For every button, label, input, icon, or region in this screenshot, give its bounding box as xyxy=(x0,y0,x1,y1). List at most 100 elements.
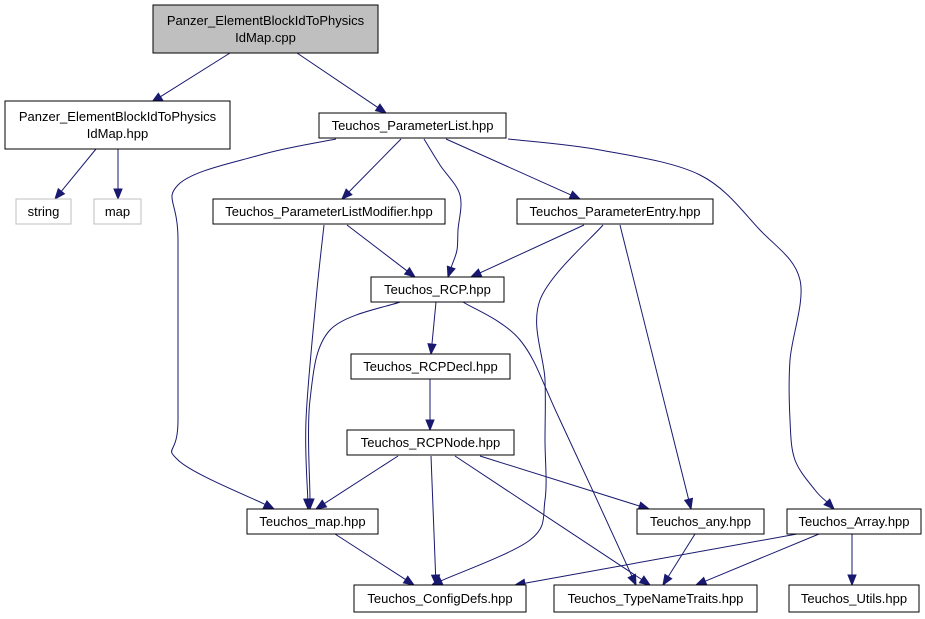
node-box xyxy=(4,100,231,150)
node-box xyxy=(350,353,511,380)
node-box xyxy=(353,584,527,613)
edge-arrowhead xyxy=(314,499,328,510)
node-label: string xyxy=(28,204,60,219)
node-label: IdMap.hpp xyxy=(87,126,148,141)
node-label: Teuchos_ParameterListModifier.hpp xyxy=(225,204,432,219)
edge-arrowhead xyxy=(262,500,276,510)
node-rcpnode[interactable]: Teuchos_RCPNode.hpp xyxy=(346,429,515,456)
edge-arrowhead xyxy=(823,498,835,510)
edge-pentry-rcp xyxy=(469,224,585,278)
edge-arrowhead xyxy=(694,576,708,586)
node-tmap[interactable]: Teuchos_map.hpp xyxy=(246,508,379,535)
edge-arrowhead xyxy=(683,497,694,511)
edge-rcpnode-config xyxy=(430,455,441,587)
edge-plmod-rcp xyxy=(346,224,417,278)
edge-arrowhead xyxy=(568,190,582,200)
node-label: Teuchos_RCPDecl.hpp xyxy=(363,359,497,374)
edge-line xyxy=(423,138,462,268)
edge-plist-array xyxy=(507,138,835,510)
edge-arrowhead xyxy=(402,575,416,586)
edge-arrowhead xyxy=(662,573,673,587)
edge-root-hpp xyxy=(150,52,231,103)
edge-rcpnode-any xyxy=(479,455,651,511)
edge-line xyxy=(334,533,406,580)
edge-arrowhead xyxy=(305,498,315,511)
edge-any-tnt xyxy=(662,533,696,587)
edge-arrowhead xyxy=(374,103,388,114)
node-label: Teuchos_RCPNode.hpp xyxy=(361,435,500,450)
edge-line xyxy=(454,455,642,580)
edge-line xyxy=(160,52,231,98)
node-rcpdecl[interactable]: Teuchos_RCPDecl.hpp xyxy=(350,353,511,380)
edge-rcpnode-tnt xyxy=(454,455,652,586)
nodes-layer: Panzer_ElementBlockIdToPhysicsIdMap.cppP… xyxy=(4,4,922,613)
node-box xyxy=(15,198,72,225)
edge-arrowhead xyxy=(430,574,441,587)
node-box xyxy=(212,198,446,225)
node-label: map xyxy=(105,204,130,219)
node-label: Teuchos_RCP.hpp xyxy=(384,282,491,297)
node-label: Teuchos_ParameterList.hpp xyxy=(332,118,494,133)
edge-line xyxy=(348,138,402,193)
node-tnt[interactable]: Teuchos_TypeNameTraits.hpp xyxy=(553,584,758,613)
edge-arrowhead xyxy=(446,265,456,279)
node-label: Teuchos_any.hpp xyxy=(650,514,751,529)
node-label: IdMap.cpp xyxy=(235,30,296,45)
edge-line xyxy=(440,224,604,582)
node-box xyxy=(788,584,920,613)
edge-plist-pentry xyxy=(445,138,582,200)
edge-arrowhead xyxy=(113,188,123,201)
node-box xyxy=(152,4,379,54)
node-box xyxy=(370,276,505,303)
node-label: Panzer_ElementBlockIdToPhysics xyxy=(167,13,365,28)
node-plist[interactable]: Teuchos_ParameterList.hpp xyxy=(318,112,507,139)
node-label: Teuchos_TypeNameTraits.hpp xyxy=(568,591,744,606)
edge-line xyxy=(507,138,828,503)
node-plmod[interactable]: Teuchos_ParameterListModifier.hpp xyxy=(212,198,446,225)
edge-array-utils xyxy=(847,534,857,587)
node-config[interactable]: Teuchos_ConfigDefs.hpp xyxy=(353,584,527,613)
edge-line xyxy=(479,224,585,274)
edge-line xyxy=(619,224,690,500)
node-label: Teuchos_ParameterEntry.hpp xyxy=(529,204,700,219)
edge-rcpdecl-rcpnode xyxy=(425,379,435,432)
node-box xyxy=(318,112,507,139)
node-label: Teuchos_ConfigDefs.hpp xyxy=(367,591,512,606)
node-map: map xyxy=(93,198,142,225)
node-box xyxy=(246,508,379,535)
edge-plist-rcp xyxy=(423,138,462,279)
edge-line xyxy=(445,138,572,196)
edge-rcpnode-tmap xyxy=(314,455,399,510)
edge-line xyxy=(430,455,437,576)
node-string: string xyxy=(15,198,72,225)
edge-array-tnt xyxy=(694,533,820,586)
edge-arrowhead xyxy=(341,188,353,200)
edge-arrowhead xyxy=(403,266,417,278)
node-box xyxy=(93,198,142,225)
edge-arrowhead xyxy=(627,573,637,587)
edge-line xyxy=(296,52,378,108)
edge-line xyxy=(60,148,97,192)
node-utils[interactable]: Teuchos_Utils.hpp xyxy=(788,584,920,613)
edge-rcp-tmap xyxy=(305,301,401,511)
edge-arrowhead xyxy=(469,268,483,278)
node-label: Teuchos_map.hpp xyxy=(259,514,365,529)
node-box xyxy=(553,584,758,613)
edge-line xyxy=(431,301,437,345)
node-any[interactable]: Teuchos_any.hpp xyxy=(636,508,765,535)
node-pentry[interactable]: Teuchos_ParameterEntry.hpp xyxy=(516,198,714,225)
edge-tmap-config xyxy=(334,533,416,586)
edge-plist-plmod xyxy=(341,138,402,200)
edge-root-plist xyxy=(296,52,388,114)
edge-line xyxy=(462,301,633,577)
edge-line xyxy=(324,455,399,504)
node-label: Teuchos_Array.hpp xyxy=(798,514,909,529)
edges-layer xyxy=(54,52,857,588)
node-rcp[interactable]: Teuchos_RCP.hpp xyxy=(370,276,505,303)
edge-arrowhead xyxy=(427,343,437,356)
node-array[interactable]: Teuchos_Array.hpp xyxy=(786,508,922,535)
edge-line xyxy=(524,533,798,584)
